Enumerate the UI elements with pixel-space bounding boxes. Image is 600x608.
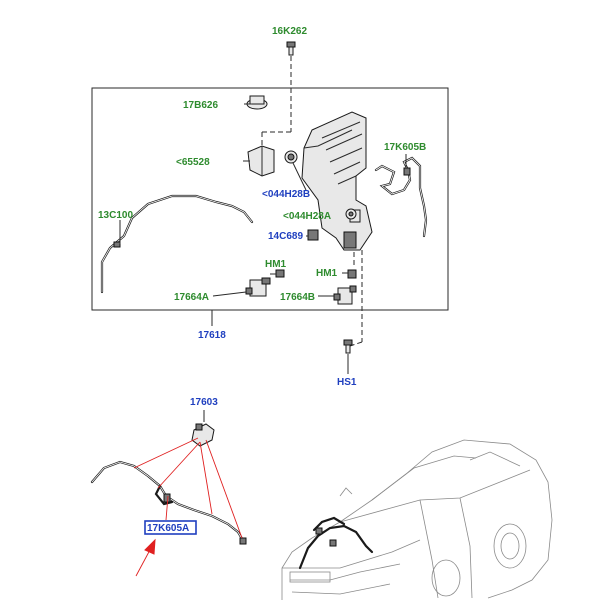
label-044H28A[interactable]: <044H28A	[283, 211, 331, 222]
label-17603[interactable]: 17603	[190, 397, 218, 408]
label-65528[interactable]: <65528	[176, 157, 210, 168]
label-HM1-right[interactable]: HM1	[316, 268, 338, 279]
pump-17664B[interactable]	[333, 285, 357, 305]
label-17664B[interactable]: 17664B	[280, 292, 315, 303]
label-044H28B[interactable]: <044H28B	[262, 189, 310, 200]
label-HS1[interactable]: HS1	[337, 377, 357, 388]
highlight-box	[144, 520, 197, 535]
bracket-17603[interactable]	[191, 423, 215, 447]
label-13C100[interactable]: 13C100	[98, 210, 133, 221]
bracket-65528[interactable]	[247, 145, 275, 177]
bolt-HS1[interactable]	[343, 339, 353, 354]
label-17664A[interactable]: 17664A	[174, 292, 209, 303]
grommet-044H28B[interactable]	[284, 150, 298, 164]
label-17K605A[interactable]: 17K605A	[147, 523, 189, 534]
label-17K605B[interactable]: 17K605B	[384, 142, 426, 153]
grommet-044H28A[interactable]	[345, 208, 357, 220]
vehicle-outline	[281, 439, 553, 600]
cap-17B626[interactable]	[244, 95, 268, 110]
label-17B626[interactable]: 17B626	[183, 100, 218, 111]
hose-17K605B[interactable]	[374, 156, 428, 238]
grommet-HM1-right[interactable]	[347, 269, 357, 279]
washer-reservoir[interactable]	[301, 111, 373, 251]
grommet-HM1-left[interactable]	[275, 269, 285, 278]
assembly-frame	[91, 87, 449, 311]
connector-14C689[interactable]	[307, 229, 319, 241]
label-17618[interactable]: 17618	[198, 330, 226, 341]
label-14C689[interactable]: 14C689	[268, 231, 303, 242]
bolt-16K262[interactable]	[286, 41, 296, 56]
label-16K262[interactable]: 16K262	[272, 26, 307, 37]
pump-17664A[interactable]	[245, 277, 271, 297]
red-arrow-icon	[135, 538, 156, 577]
hose-17K605A[interactable]	[90, 460, 247, 545]
hose-13C100[interactable]	[100, 194, 254, 294]
label-HM1-left[interactable]: HM1	[265, 259, 287, 270]
